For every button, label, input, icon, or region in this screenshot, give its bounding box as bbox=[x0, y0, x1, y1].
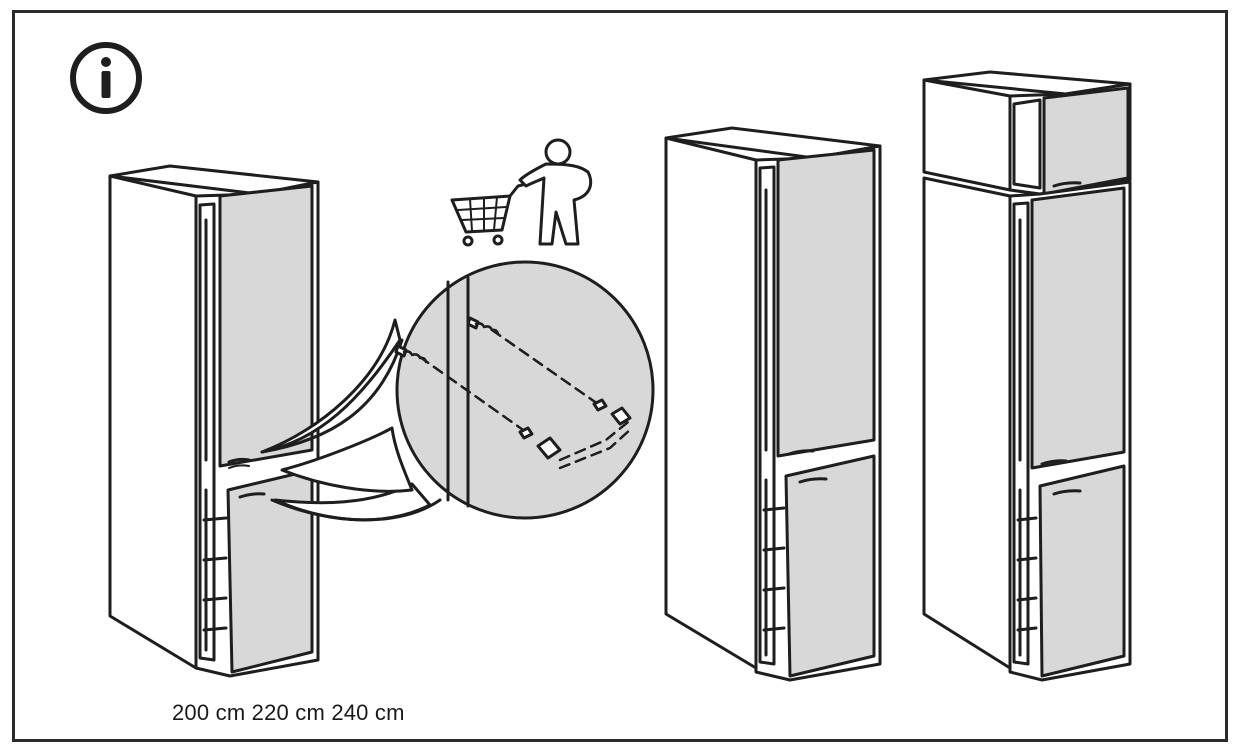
fridge-200cm bbox=[108, 164, 320, 678]
screw-lower bbox=[394, 344, 428, 364]
fridge-220cm bbox=[664, 126, 882, 682]
shopping-cart-person-icon bbox=[450, 138, 593, 247]
info-icon bbox=[68, 40, 144, 116]
fridge-240cm bbox=[922, 70, 1132, 682]
hinge-detail-magnifier bbox=[260, 260, 655, 522]
height-caption: 200 cm 220 cm 240 cm bbox=[172, 700, 405, 725]
screw-upper bbox=[466, 316, 500, 336]
